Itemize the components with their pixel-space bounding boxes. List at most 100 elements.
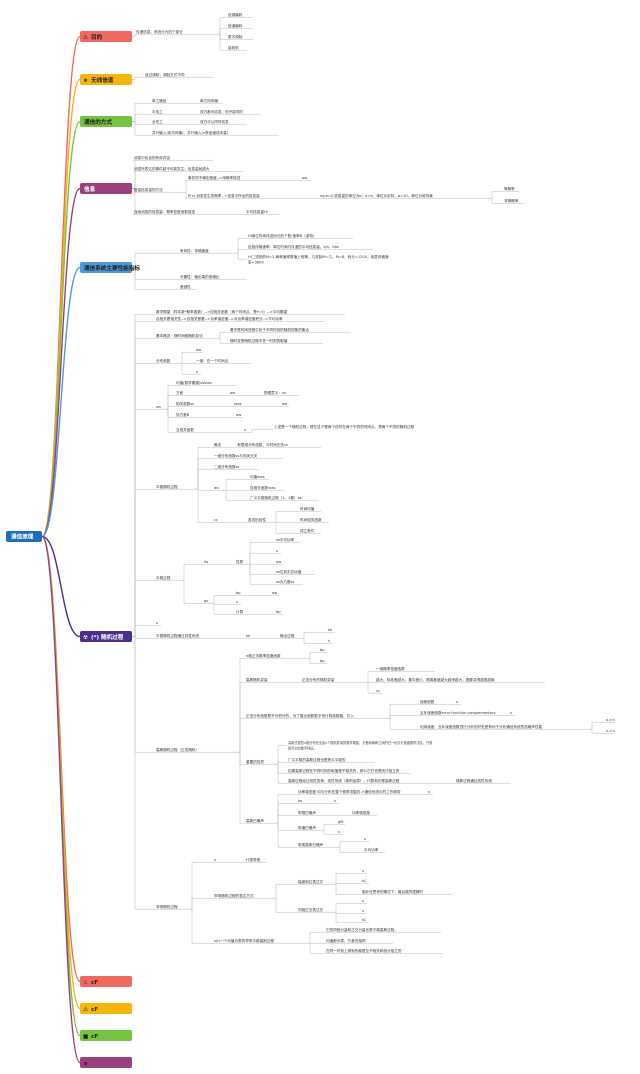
node-label: 均值都为零。方差也相同 xyxy=(326,938,366,943)
branch-label: 通信的方式 xyxy=(84,118,112,126)
node-label: aw xyxy=(276,560,281,564)
node-label: s xyxy=(276,549,278,553)
flame-icon: ♨ xyxy=(83,979,88,986)
connector xyxy=(132,408,155,637)
connector xyxy=(195,457,213,490)
node-label: s xyxy=(334,799,336,803)
connector xyxy=(183,179,187,193)
node-label: fw xyxy=(204,560,208,564)
node-label: bp xyxy=(320,659,325,663)
connector xyxy=(333,911,361,914)
node-label: ws xyxy=(156,405,161,409)
connector xyxy=(387,703,419,719)
node-label: 平稳过程 xyxy=(156,575,171,580)
branch-b6[interactable]: ☢(*) 随机过程 xyxy=(80,631,132,642)
node-label: 正态分布函数是不可积分的，为了做出函数数字来计算函数值，引入 xyxy=(246,713,354,718)
node-label: 广义平稳的高斯过程也是狭义平稳的 xyxy=(288,757,346,762)
branch-b3[interactable]: 通信的方式 xyxy=(80,116,132,127)
node-label: n维正态概率密度函数 xyxy=(246,653,281,658)
node-label: s xyxy=(362,909,364,913)
connector xyxy=(183,191,187,199)
connector xyxy=(275,763,287,784)
node-label: 高斯过程的n维分布完全由n个随机变量的数学期望、方差和两两之间的归一化协方差函数… xyxy=(288,740,432,750)
branch-label: (*) 随机过程 xyxy=(91,633,124,641)
node-label: kC xyxy=(362,918,367,922)
branch-b10[interactable]: s xyxy=(80,1057,132,1068)
connector xyxy=(275,802,297,824)
node-label: s xyxy=(338,830,340,834)
node-label: s xyxy=(244,428,246,432)
branch-connector xyxy=(41,535,81,638)
branch-label: 目的 xyxy=(91,33,103,41)
connector xyxy=(275,793,297,824)
connector xyxy=(237,717,245,753)
root-node[interactable]: 通信原理 xyxy=(6,531,42,542)
connector xyxy=(217,33,227,51)
connector xyxy=(333,882,361,885)
node-label: 差错性 xyxy=(180,284,191,289)
branch-b5[interactable]: 通信系统主要性能指标 xyxy=(80,262,140,273)
connector xyxy=(237,751,245,824)
connector xyxy=(387,714,419,719)
node-label: vc xyxy=(376,689,380,693)
branch-label: cF xyxy=(91,1007,98,1013)
connector xyxy=(217,16,227,35)
connector xyxy=(189,897,213,910)
node-label: 带限白噪声 xyxy=(298,810,316,815)
connector xyxy=(132,337,155,637)
node-label: 如果高斯过程在不同时刻的取值是不相关的，那么它们也是统计独立的 xyxy=(288,768,400,773)
connector xyxy=(333,902,361,913)
node-label: 可靠性：输出端的信噪比 xyxy=(180,274,220,279)
connector xyxy=(132,76,144,80)
node-label: 单工通信 xyxy=(152,98,167,103)
branch-b4[interactable]: 信息 xyxy=(80,183,132,194)
node-label: 互相关函数 xyxy=(176,427,194,432)
node-label: 传递信息，系统分为四个部分 xyxy=(136,29,183,34)
node-label: 在同一时刻上得到的都是互不相关和统计独立的 xyxy=(326,948,402,953)
branch-b1[interactable]: ⚠目的 xyxy=(80,31,132,42)
node-label: kk xyxy=(246,634,251,638)
node-label: 平均功率 xyxy=(364,847,379,852)
node-label: 高斯白噪声 xyxy=(246,818,264,823)
node-label: 信道编码 xyxy=(228,23,243,28)
connector xyxy=(217,331,229,339)
node-label: s xyxy=(156,621,158,625)
branch-label: s xyxy=(84,1061,88,1067)
connector xyxy=(132,488,155,637)
node-label: 全双工 xyxy=(152,119,163,124)
node-label: 均值(数学期望)ssssss xyxy=(176,380,212,385)
connector xyxy=(247,563,275,575)
branch-connector xyxy=(41,35,81,538)
node-label: 平稳随机过程通过线性系统 xyxy=(156,633,200,638)
connector xyxy=(223,489,249,501)
node-label: Hi二进制的M=2,两种速率数值上相等。几进制M=几，M=8，码元=1200，信… xyxy=(248,254,389,264)
node-label: ss达到无穷远值 xyxy=(276,569,302,574)
node-label: cc xyxy=(214,518,218,522)
node-label: gs xyxy=(204,599,208,603)
connector xyxy=(195,446,213,490)
branch-b9[interactable]: ■cF xyxy=(80,1030,132,1041)
node-label: 方差 xyxy=(176,390,184,395)
node-label: 正态分布的随机变量 xyxy=(302,677,335,682)
connector xyxy=(132,320,155,637)
connector-lines xyxy=(41,16,615,1064)
connector xyxy=(165,408,175,433)
branch-b2[interactable]: ★无线信道 xyxy=(80,74,132,85)
branch-b7[interactable]: ♨cF xyxy=(80,976,132,987)
connector xyxy=(132,636,155,639)
branch-b8[interactable]: ⚠cF xyxy=(80,1003,132,1014)
connector xyxy=(181,563,203,581)
connector xyxy=(165,405,175,410)
node-label: 误差函数 xyxy=(420,699,435,704)
node-label: bp xyxy=(236,591,241,595)
node-label: ssss xyxy=(234,402,242,406)
branch-label: 无线信道 xyxy=(90,76,114,84)
connector xyxy=(132,624,155,637)
connector xyxy=(273,510,299,523)
node-label: 高斯随机变量 xyxy=(246,677,268,682)
connector xyxy=(333,872,361,885)
node-label: 自相关函数ssss xyxy=(250,485,276,490)
node-label: 计算 xyxy=(236,609,244,614)
connector xyxy=(247,552,275,565)
node-label: 高斯随机过程（正态随机） xyxy=(156,747,199,752)
